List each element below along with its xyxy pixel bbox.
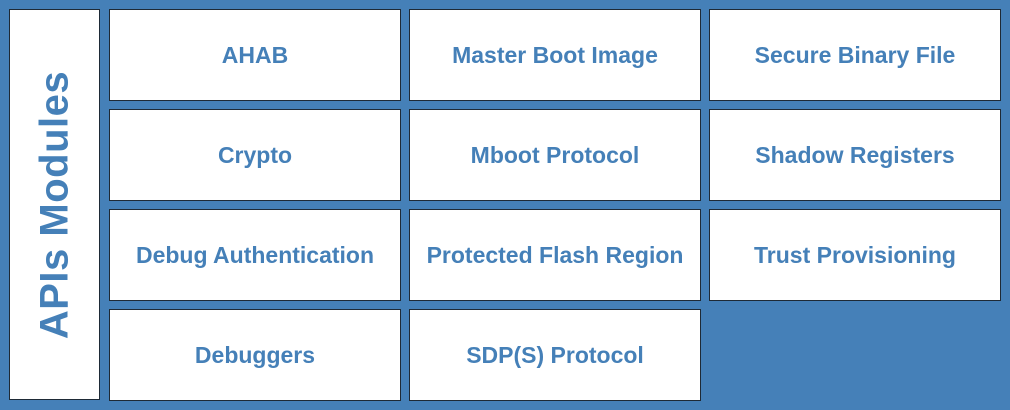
module-label: Protected Flash Region bbox=[426, 241, 684, 268]
module-ahab: AHAB bbox=[109, 9, 401, 101]
module-label: Shadow Registers bbox=[755, 141, 955, 168]
module-label: SDP(S) Protocol bbox=[466, 341, 644, 368]
module-label: Crypto bbox=[217, 141, 293, 168]
modules-grid: AHAB Master Boot Image Secure Binary Fil… bbox=[109, 9, 1001, 401]
apis-modules-panel: APIs Modules bbox=[9, 9, 100, 400]
module-debuggers: Debuggers bbox=[109, 309, 401, 401]
module-crypto: Crypto bbox=[109, 109, 401, 201]
apis-modules-title: APIs Modules bbox=[32, 70, 76, 339]
module-label: Secure Binary File bbox=[754, 41, 956, 68]
module-sdp-protocol: SDP(S) Protocol bbox=[409, 309, 701, 401]
module-secure-binary-file: Secure Binary File bbox=[709, 9, 1001, 101]
module-label: Mboot Protocol bbox=[470, 141, 640, 168]
module-label: Trust Provisioning bbox=[754, 241, 956, 268]
module-protected-flash-region: Protected Flash Region bbox=[409, 209, 701, 301]
module-mboot-protocol: Mboot Protocol bbox=[409, 109, 701, 201]
module-label: Debug Authentication bbox=[135, 241, 375, 268]
module-label: Debuggers bbox=[194, 341, 316, 368]
module-trust-provisioning: Trust Provisioning bbox=[709, 209, 1001, 301]
module-label: AHAB bbox=[221, 41, 289, 68]
module-shadow-registers: Shadow Registers bbox=[709, 109, 1001, 201]
module-master-boot-image: Master Boot Image bbox=[409, 9, 701, 101]
module-label: Master Boot Image bbox=[452, 41, 658, 68]
module-debug-authentication: Debug Authentication bbox=[109, 209, 401, 301]
